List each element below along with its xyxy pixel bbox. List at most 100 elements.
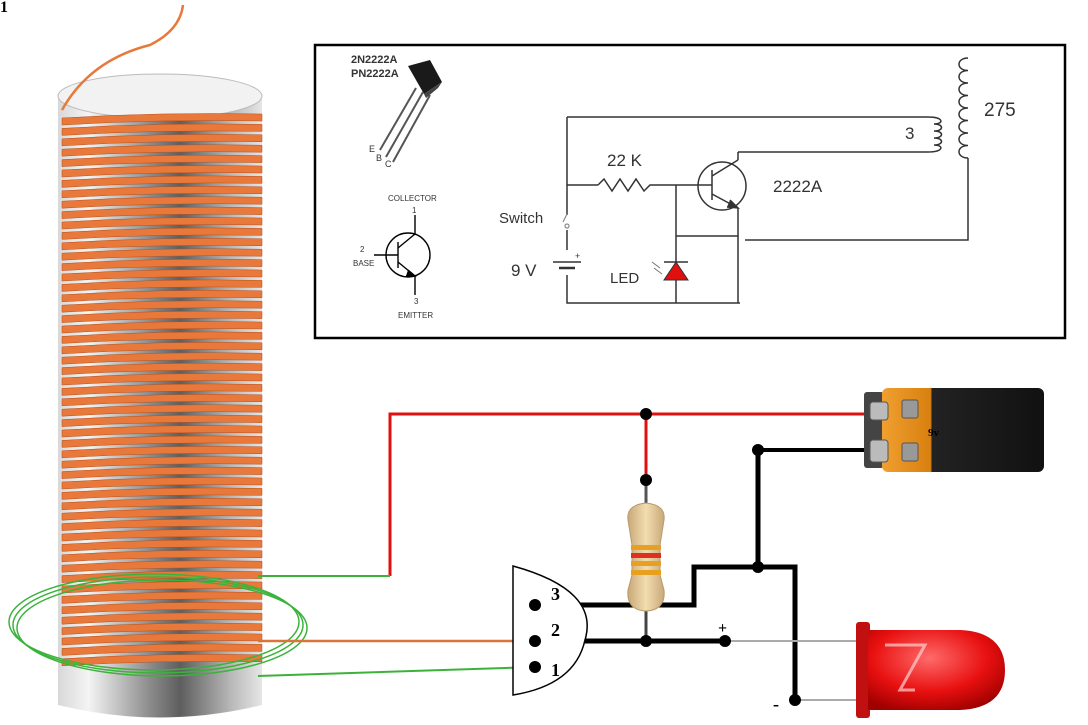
winding-turn bbox=[61, 342, 263, 355]
winding-turn bbox=[61, 258, 263, 271]
secondary-coil-symbol-icon bbox=[958, 57, 969, 159]
battery-plus: + bbox=[575, 251, 580, 261]
breadboard-pin-1: 1 bbox=[551, 660, 560, 680]
resistor-label: 22 K bbox=[607, 151, 643, 170]
winding-turn bbox=[61, 310, 263, 323]
winding-turn bbox=[61, 238, 263, 251]
winding-turn bbox=[61, 206, 263, 219]
collector-pin: 1 bbox=[412, 206, 417, 215]
winding-turn bbox=[61, 456, 263, 469]
junction-dot bbox=[529, 661, 541, 673]
winding-turn bbox=[61, 581, 263, 594]
winding-turn bbox=[61, 487, 263, 500]
winding-turn bbox=[61, 446, 263, 459]
winding-turn bbox=[61, 602, 263, 615]
winding-turn bbox=[61, 144, 263, 157]
winding-turn bbox=[61, 414, 263, 427]
to92-package-icon bbox=[379, 60, 442, 163]
transistor-2222a-icon bbox=[697, 152, 747, 211]
winding-turn bbox=[61, 404, 263, 417]
battery-symbol-icon bbox=[553, 261, 581, 270]
winding-turn bbox=[61, 321, 263, 334]
winding-turn bbox=[61, 498, 263, 511]
schematic-wires bbox=[566, 116, 969, 304]
winding-turn bbox=[61, 550, 263, 563]
resistor-component-icon bbox=[627, 480, 665, 612]
red-led-icon bbox=[856, 622, 1005, 718]
schematic-frame bbox=[313, 43, 1067, 340]
pin-e-label: E bbox=[369, 144, 375, 154]
switch-symbol-icon bbox=[562, 213, 570, 229]
winding-turn bbox=[61, 373, 263, 386]
winding-turn bbox=[61, 217, 263, 230]
winding-turn bbox=[61, 227, 263, 240]
winding-turn bbox=[61, 352, 263, 365]
winding-turn bbox=[61, 477, 263, 490]
winding-turn bbox=[61, 134, 263, 147]
winding-turn bbox=[61, 123, 263, 136]
winding-turn bbox=[61, 394, 263, 407]
copper-windings bbox=[61, 113, 263, 667]
junction-dot bbox=[789, 694, 801, 706]
npn-symbol-icon bbox=[374, 215, 431, 295]
part-number-2: PN2222A bbox=[351, 68, 399, 80]
green-loop bbox=[16, 579, 308, 677]
winding-turn bbox=[61, 425, 263, 438]
winding-turn bbox=[61, 508, 263, 521]
junction-dot bbox=[719, 635, 731, 647]
winding-turn bbox=[61, 196, 263, 209]
base-label: BASE bbox=[353, 259, 374, 268]
battery-label: 9v bbox=[928, 427, 940, 439]
red-wire bbox=[388, 412, 878, 576]
led-label: LED bbox=[610, 270, 639, 287]
junction-dot bbox=[752, 444, 764, 456]
winding-turn bbox=[61, 154, 263, 167]
resistor-symbol-icon bbox=[597, 177, 655, 193]
winding-turn bbox=[61, 622, 263, 635]
primary-coil-symbol-icon bbox=[927, 116, 943, 153]
emitter-pin: 3 bbox=[414, 297, 419, 306]
emitter-label: EMITTER bbox=[398, 311, 433, 320]
winding-turn bbox=[61, 466, 263, 479]
green-loop bbox=[12, 576, 304, 674]
green-wire-bottom bbox=[257, 666, 536, 677]
winding-turn bbox=[61, 529, 263, 542]
winding-turn bbox=[61, 654, 263, 667]
winding-turn bbox=[61, 560, 263, 573]
breadboard-pin-2: 2 bbox=[551, 620, 560, 640]
winding-turn bbox=[61, 279, 263, 292]
base-pin: 2 bbox=[360, 245, 365, 254]
green-primary-winding bbox=[8, 573, 308, 677]
junction-dots bbox=[529, 408, 801, 706]
winding-turn bbox=[61, 290, 263, 303]
transistor-label: 2222A bbox=[773, 177, 823, 196]
winding-turn bbox=[61, 518, 263, 531]
coil-lead-top bbox=[60, 4, 185, 111]
primary-turns-label: 3 bbox=[905, 124, 914, 143]
battery-label: 9 V bbox=[511, 261, 537, 280]
green-loop bbox=[8, 573, 300, 671]
junction-dot bbox=[529, 635, 541, 647]
pin-b-label: B bbox=[376, 153, 382, 163]
winding-turn bbox=[61, 612, 263, 625]
breadboard-pin-3: 3 bbox=[551, 584, 560, 604]
winding-turn bbox=[61, 165, 263, 178]
winding-turn bbox=[61, 113, 263, 126]
coil-cylinder bbox=[8, 4, 308, 718]
winding-turn bbox=[61, 269, 263, 282]
collector-label: COLLECTOR bbox=[388, 194, 437, 203]
winding-turn bbox=[61, 186, 263, 199]
winding-turn bbox=[61, 643, 263, 656]
battery-9v-icon bbox=[864, 388, 1044, 472]
winding-turn bbox=[61, 175, 263, 188]
pin-c-label: C bbox=[385, 159, 392, 169]
corner-label: 1 bbox=[0, 0, 8, 16]
winding-turn bbox=[61, 383, 263, 396]
winding-turn bbox=[61, 300, 263, 313]
cylinder-top bbox=[57, 73, 263, 119]
winding-turn bbox=[61, 248, 263, 261]
secondary-turns-label: 275 bbox=[984, 100, 1016, 121]
schematic-panel: 2N2222A PN2222A E B C COLLECTOR 1 2 BASE… bbox=[313, 43, 1067, 340]
junction-dot bbox=[640, 408, 652, 420]
